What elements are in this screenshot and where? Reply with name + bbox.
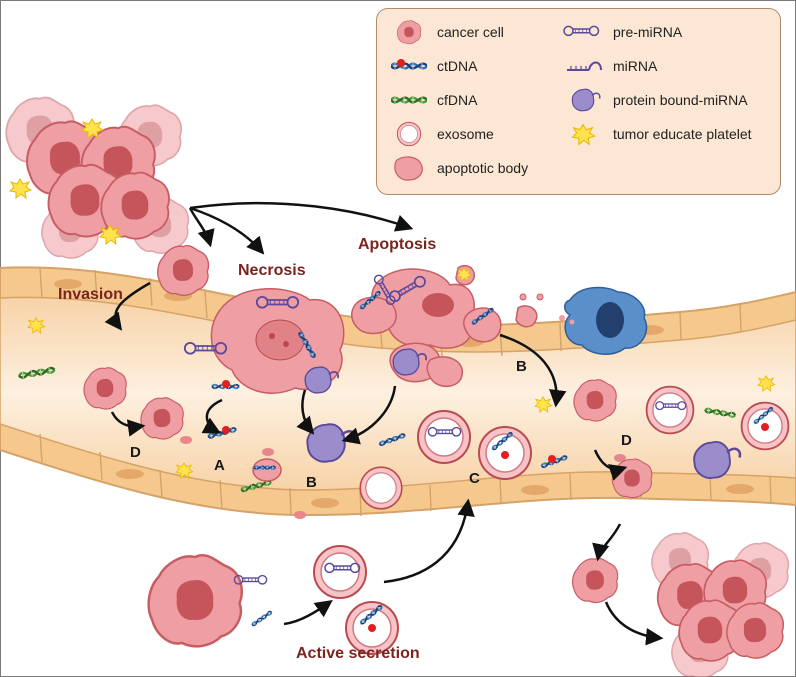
disseminated-cell (571, 557, 619, 604)
label-apoptosis: Apoptosis (358, 236, 437, 253)
legend-label: miRNA (613, 58, 658, 74)
apoptotic-body-icon (394, 156, 423, 181)
migrating-cancer-cell (157, 244, 210, 296)
secreting-cancer-cell (147, 554, 243, 648)
apoptotic-body-in-vessel (252, 458, 282, 482)
legend-label: exosome (437, 126, 494, 142)
secreted-exosome-1 (313, 545, 367, 599)
legend-label: apoptotic body (437, 160, 529, 176)
legend-item-tep: tumor educate platelet (563, 121, 752, 147)
primary-tumor (5, 96, 190, 259)
legend-item-mirna: miRNA (563, 53, 657, 79)
legend-item-pre-mirna: pre-miRNA (563, 19, 682, 45)
legend-item-exosome: exosome (391, 121, 494, 147)
pre-mirna-icon (563, 25, 600, 37)
circulating-tumor-cell (140, 397, 184, 440)
flow-arrows (104, 201, 664, 646)
label-invasion: Invasion (58, 286, 123, 303)
necrotic-cell (183, 288, 345, 394)
label-b-bottom: B (306, 474, 317, 491)
legend-item-cfdna: cfDNA (391, 87, 477, 113)
legend-label: cancer cell (437, 24, 504, 40)
cancer-cell-icon (396, 20, 422, 45)
ctdna-icon (391, 59, 427, 71)
legend-item-cancer-cell: cancer cell (391, 19, 504, 45)
label-b-top: B (516, 358, 527, 375)
legend-panel: cancer cell ctDNA cfDNA exosome apoptoti… (376, 8, 781, 195)
platelet-icon (571, 124, 596, 146)
apoptotic-cell (350, 264, 544, 387)
legend-label: ctDNA (437, 58, 478, 74)
extravasating-cell (611, 458, 653, 499)
mirna-icon (567, 61, 602, 71)
label-d-left: D (130, 444, 141, 461)
legend-label: pre-miRNA (613, 24, 683, 40)
legend-label: cfDNA (437, 92, 478, 108)
exosome-vessel-4 (740, 401, 790, 451)
empty-exosome (359, 466, 403, 510)
cfdna-icon (391, 95, 427, 105)
protein-bound-mirna-icon (571, 88, 601, 112)
invading-cancer-cell (83, 367, 127, 410)
legend-item-protein-bound-mirna: protein bound-miRNA (563, 87, 748, 113)
legend-item-ctdna: ctDNA (391, 53, 477, 79)
legend-label: tumor educate platelet (613, 126, 752, 142)
macrophage (559, 286, 648, 355)
ctc-right (573, 379, 617, 422)
label-c: C (469, 470, 480, 487)
exosome-vessel-1 (417, 410, 471, 464)
exosome-icon (396, 121, 422, 147)
label-d-right: D (621, 432, 632, 449)
exosome-vessel-3 (645, 385, 695, 435)
label-necrosis: Necrosis (238, 262, 306, 279)
metastatic-tumor (651, 532, 790, 677)
legend-item-apoptotic-body: apoptotic body (391, 155, 528, 181)
exosome-vessel-2 (478, 426, 532, 480)
legend-label: protein bound-miRNA (613, 92, 748, 108)
secreted-exosome-2 (345, 601, 399, 655)
label-active-secretion: Active secretion (296, 645, 420, 662)
label-a: A (214, 457, 225, 474)
